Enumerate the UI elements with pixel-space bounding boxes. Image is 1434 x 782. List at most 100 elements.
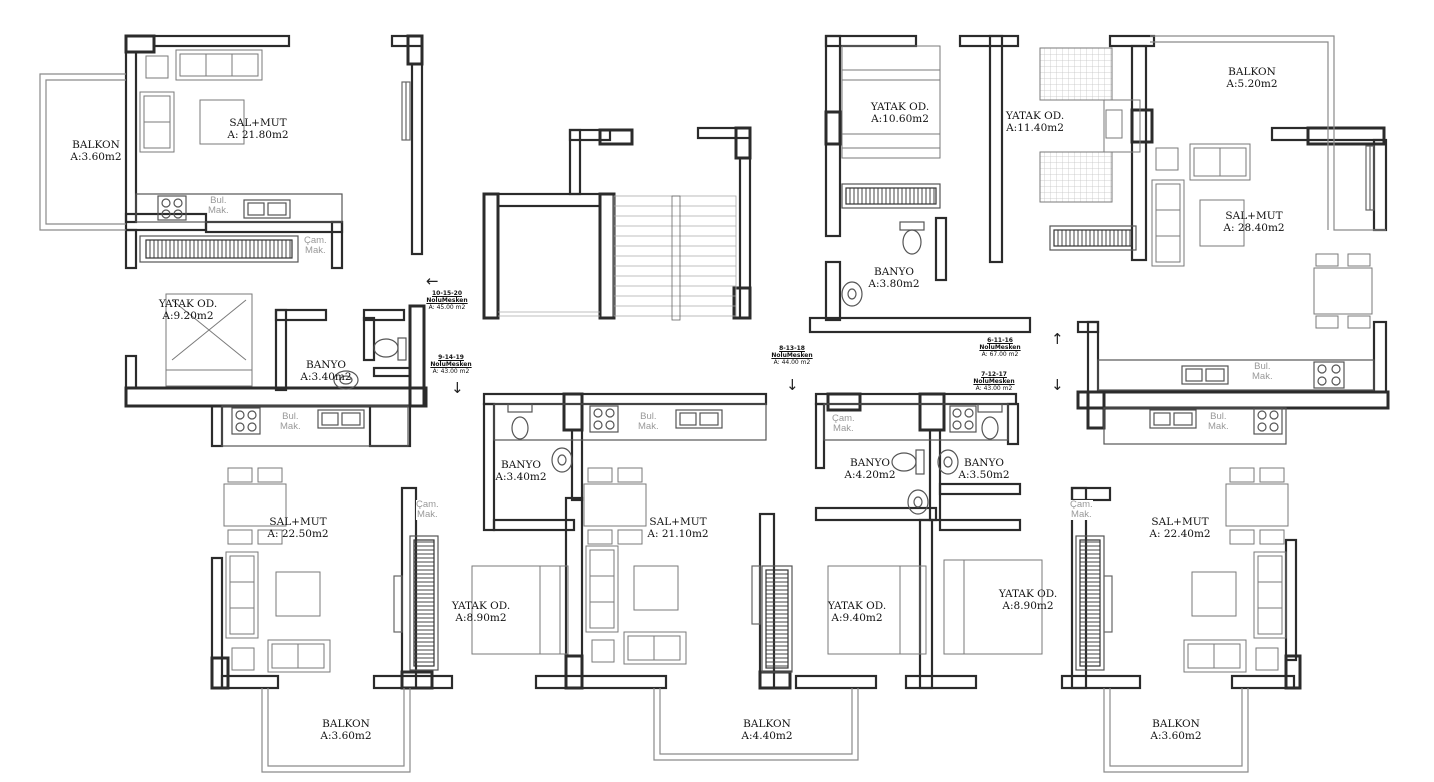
room-label-yatak-b4: YATAK OD.A:8.90m2 xyxy=(999,588,1057,612)
room-name: BANYO xyxy=(873,266,915,278)
appliance-line: Bul. xyxy=(640,411,657,422)
appliance-bul-tl: Bul.Mak. xyxy=(208,196,229,216)
appliance-line: Çam. xyxy=(1070,499,1093,510)
room-name: YATAK OD. xyxy=(998,588,1058,600)
kitchens xyxy=(135,183,1375,673)
appliance-line: Çam. xyxy=(304,235,327,246)
apartment-numbers: 7-12-17 xyxy=(981,371,1007,378)
apartment-area: A: 43.00 m2 xyxy=(432,368,470,375)
apartment-area: A: 45.00 m2 xyxy=(428,304,466,311)
room-name: BALKON xyxy=(322,718,370,730)
room-name: YATAK OD. xyxy=(870,101,930,113)
room-area: A: 21.80m2 xyxy=(227,129,289,141)
room-label-yatak-tr1: YATAK OD.A:10.60m2 xyxy=(871,101,929,125)
appliance-cam-tl: Çam.Mak. xyxy=(304,236,327,256)
appliance-cam-bl: Çam.Mak. xyxy=(416,500,439,520)
room-area: A: 21.10m2 xyxy=(647,528,709,540)
arrow-down-icon: ↓ xyxy=(786,376,799,394)
appliance-cam-b3: Çam.Mak. xyxy=(832,414,855,434)
room-name: BALKON xyxy=(1228,66,1276,78)
room-area: A:4.40m2 xyxy=(741,730,793,742)
appliance-bul-tr: Bul.Mak. xyxy=(1252,362,1273,382)
room-name: YATAK OD. xyxy=(1005,110,1065,122)
room-area: A:10.60m2 xyxy=(871,113,929,125)
room-name: SAL+MUT xyxy=(649,516,707,528)
arrow-up-icon: ↑ xyxy=(1051,330,1064,348)
arrow-down-icon: ↓ xyxy=(1051,376,1064,394)
room-area: A:9.20m2 xyxy=(162,310,214,322)
appliance-line: Mak. xyxy=(208,205,229,216)
appliance-line: Bul. xyxy=(210,195,227,206)
appliance-line: Mak. xyxy=(1252,371,1273,382)
apartment-numbers: 6-11-16 xyxy=(987,337,1013,344)
room-name: SAL+MUT xyxy=(229,117,287,129)
apartment-label: NoluMesken xyxy=(973,378,1015,385)
apartment-label: NoluMesken xyxy=(430,361,472,368)
appliance-line: Mak. xyxy=(833,423,854,434)
apartment-label: NoluMesken xyxy=(426,297,468,304)
room-name: YATAK OD. xyxy=(451,600,511,612)
appliance-line: Mak. xyxy=(280,421,301,432)
appliance-line: Bul. xyxy=(1210,411,1227,422)
room-name: BANYO xyxy=(963,457,1005,469)
room-name: BANYO xyxy=(305,359,347,371)
room-area: A:3.60m2 xyxy=(1150,730,1202,742)
room-label-yatak-bm: YATAK OD.A:8.90m2 xyxy=(452,600,510,624)
staircase xyxy=(498,195,737,321)
balcony-railings xyxy=(39,35,1386,773)
room-name: SAL+MUT xyxy=(1225,210,1283,222)
apartment-area: A: 43.00 m2 xyxy=(975,385,1013,392)
room-name: SAL+MUT xyxy=(1151,516,1209,528)
apartment-numbers: 10-15-20 xyxy=(431,290,463,297)
appliance-line: Mak. xyxy=(1208,421,1229,432)
room-area: A:8.90m2 xyxy=(1002,600,1054,612)
room-name: YATAK OD. xyxy=(827,600,887,612)
apartment-numbers: 8-13-18 xyxy=(779,345,805,352)
walls xyxy=(124,34,1390,690)
apartment-label: NoluMesken xyxy=(979,344,1021,351)
appliance-line: Çam. xyxy=(416,499,439,510)
room-area: A: 22.40m2 xyxy=(1149,528,1211,540)
room-name: BANYO xyxy=(849,457,891,469)
appliance-bul-bm: Bul.Mak. xyxy=(638,412,659,432)
apartment-area: A: 67.00 m2 xyxy=(981,351,1019,358)
room-area: A:3.40m2 xyxy=(300,371,352,383)
room-area: A:4.20m2 xyxy=(844,469,896,481)
appliance-line: Bul. xyxy=(1254,361,1271,372)
room-name: BANYO xyxy=(500,459,542,471)
room-area: A:3.50m2 xyxy=(958,469,1010,481)
appliance-line: Mak. xyxy=(417,509,438,520)
room-area: A:3.60m2 xyxy=(320,730,372,742)
arrow-left-icon: ← xyxy=(426,272,439,290)
room-label-yatak-ml: YATAK OD.A:9.20m2 xyxy=(159,298,217,322)
bath-fixtures xyxy=(333,221,1003,515)
room-label-yatak-b3: YATAK OD.A:9.40m2 xyxy=(828,600,886,624)
apartment-area: A: 44.00 m2 xyxy=(773,359,811,366)
room-area: A: 22.50m2 xyxy=(267,528,329,540)
room-area: A:11.40m2 xyxy=(1006,122,1064,134)
room-area: A:9.40m2 xyxy=(831,612,883,624)
appliance-cam-br: Çam.Mak. xyxy=(1070,500,1093,520)
room-area: A:8.90m2 xyxy=(455,612,507,624)
appliance-line: Mak. xyxy=(1071,509,1092,520)
room-area: A:3.60m2 xyxy=(70,151,122,163)
furniture xyxy=(139,45,1373,673)
appliance-line: Mak. xyxy=(638,421,659,432)
arrow-down-icon: ↓ xyxy=(451,379,464,397)
